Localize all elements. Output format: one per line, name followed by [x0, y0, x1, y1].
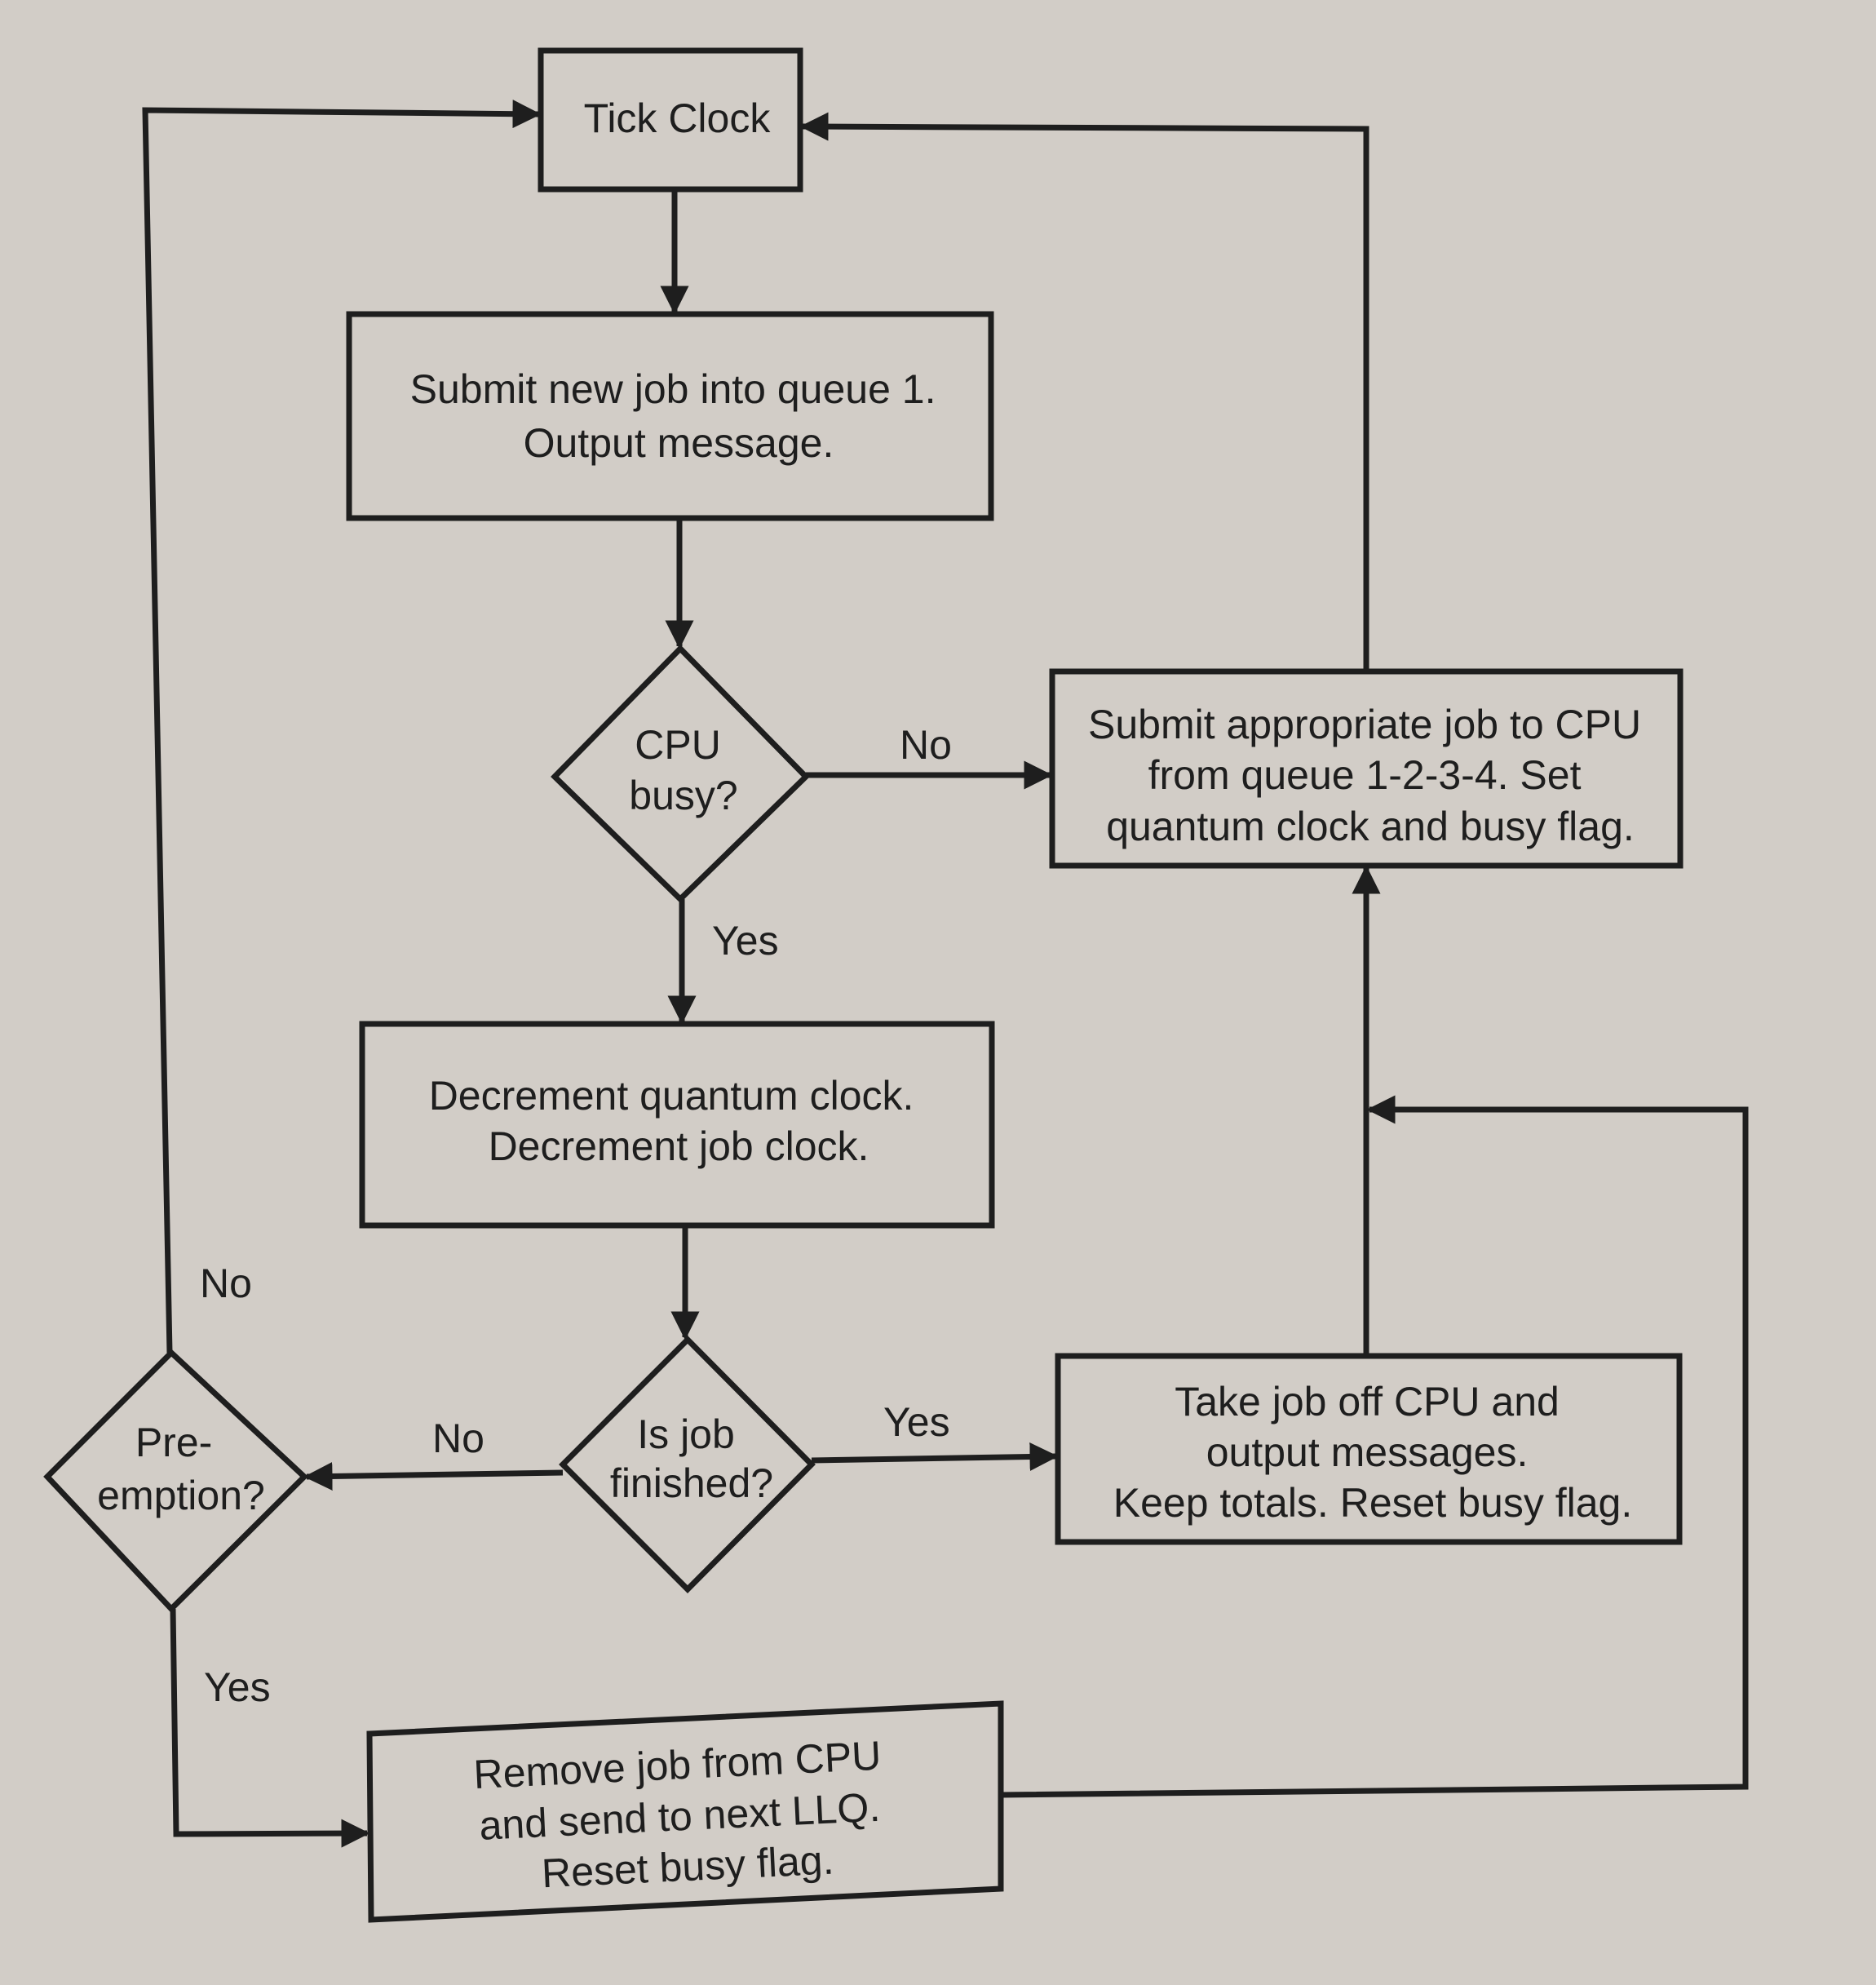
cpu-busy-yes-label: Yes	[712, 918, 779, 964]
job-finished-no-label: No	[432, 1416, 484, 1461]
job-finished-diamond	[559, 1336, 816, 1593]
cpu-busy-label: CPU busy?	[629, 722, 737, 818]
preemption-diamond	[43, 1349, 309, 1614]
cpu-busy-no-label: No	[900, 722, 952, 768]
arrow-preemption-no-to-tick	[142, 100, 542, 1354]
job-finished-label: Is job finished?	[610, 1411, 773, 1506]
preemption-yes-label: Yes	[204, 1664, 271, 1710]
remove-job-box	[366, 1700, 1004, 1923]
arrow-preemption-yes-to-remove	[170, 1608, 370, 1848]
tick-clock-label: Tick Clock	[584, 95, 772, 141]
preemption-label: Pre- emption?	[97, 1420, 265, 1518]
job-finished-yes-label: Yes	[883, 1399, 950, 1445]
take-job-off-label: Take job off CPU and output messages. Ke…	[1113, 1379, 1632, 1526]
submit-to-cpu-label: Submit appropriate job to CPU from queue…	[1088, 702, 1653, 849]
arrow-submit-cpu-to-tick	[799, 112, 1369, 671]
arrow-finished-no	[303, 1462, 564, 1491]
arrow-finished-yes	[811, 1442, 1059, 1472]
preemption-no-label: No	[200, 1261, 252, 1306]
submit-new-job-label: Submit new job into queue 1. Output mess…	[410, 366, 948, 466]
decrement-clock-label: Decrement quantum clock. Decrement job c…	[429, 1073, 926, 1169]
arrow-remove-to-submit-cpu	[1000, 1095, 1749, 1798]
